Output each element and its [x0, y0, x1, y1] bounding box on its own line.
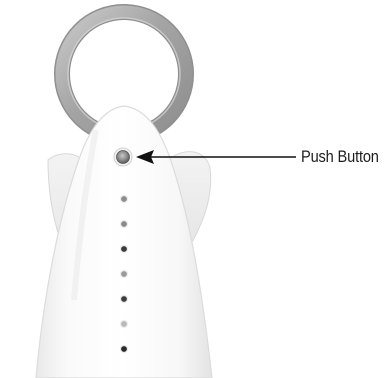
indicator-light: [120, 245, 128, 253]
indicator-light: [120, 345, 128, 353]
indicator-light: [120, 220, 128, 228]
push-button-label: Push Button: [301, 146, 379, 168]
push-button[interactable]: [114, 148, 132, 166]
indicator-light: [120, 295, 128, 303]
indicator-light: [120, 320, 128, 328]
device-body: [36, 106, 212, 378]
indicator-light: [120, 270, 128, 278]
indicator-light: [120, 195, 128, 203]
